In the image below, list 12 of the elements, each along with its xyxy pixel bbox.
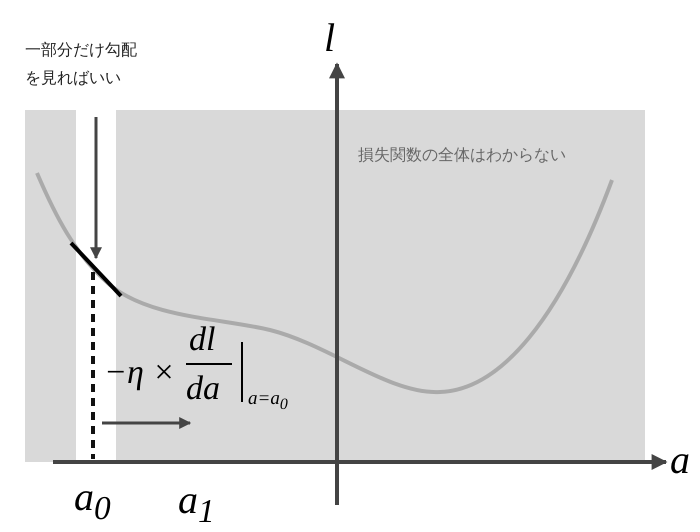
axis-label: l <box>324 18 336 58</box>
formula-subscript: a=a$_{0}$ <box>248 389 288 413</box>
arrow <box>90 117 102 260</box>
formula-text: −η × <box>104 356 176 390</box>
formula-numerator: dl <box>189 323 216 357</box>
tick-label: a$_{1}$ <box>178 480 215 528</box>
formula-denominator: da <box>186 372 220 406</box>
tangent-line <box>70 242 122 298</box>
annotation-text: 一部分だけ勾配を見ればいい <box>25 36 137 92</box>
note-text: 損失関数の全体はわからない <box>358 147 566 163</box>
axis-label: a <box>670 440 690 480</box>
tick-label: a$_{0}$ <box>74 477 111 526</box>
